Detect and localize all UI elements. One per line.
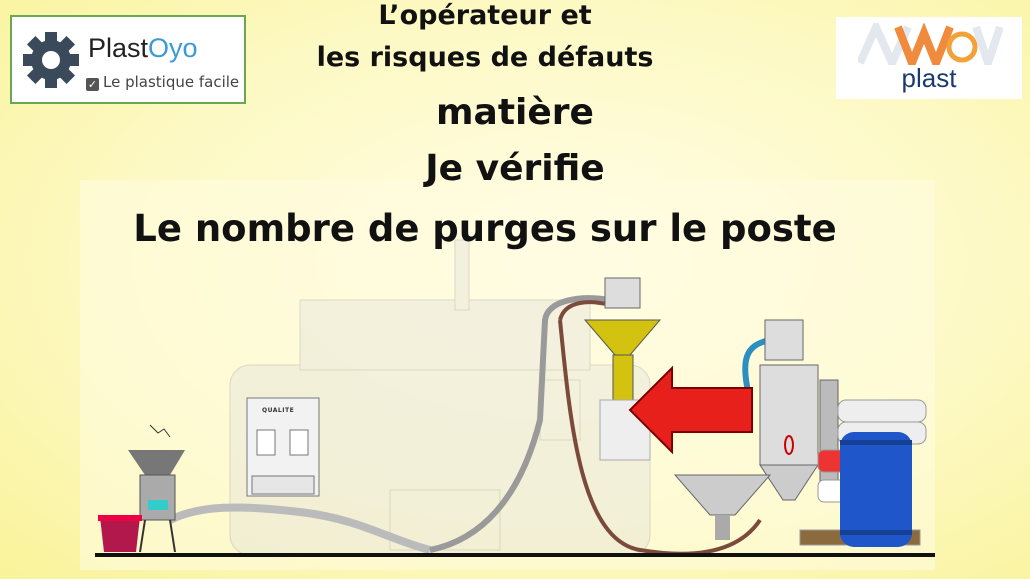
red-bin [98,515,142,552]
awev-mark [858,23,1003,65]
logo-name-part2: Oyo [148,33,198,63]
title-line-5: Le nombre de purges sur le poste [133,207,837,250]
blue-barrel [840,432,912,547]
funnel [673,474,772,540]
gear-icon [22,31,80,89]
logo-tagline: Le plastique facile [103,73,240,91]
quality-bin [246,397,320,497]
title-line-1: L’opérateur et [378,0,592,31]
title-line-4: Je vérifie [425,148,605,189]
logo-word: plast [901,63,957,93]
red-arrow [628,365,753,455]
title-line-3: matière [436,92,594,133]
title-line-2: les risques de défauts [316,42,654,73]
quality-bin-label: QUALITE [262,407,295,414]
awev-plast-logo: plast [836,17,1022,99]
grinder [128,424,185,553]
plastoyo-logo: PlastOyo ✓ Le plastique facile [10,15,246,104]
logo-name-part1: Plast [88,33,149,63]
checkbox-icon: ✓ [86,78,99,91]
